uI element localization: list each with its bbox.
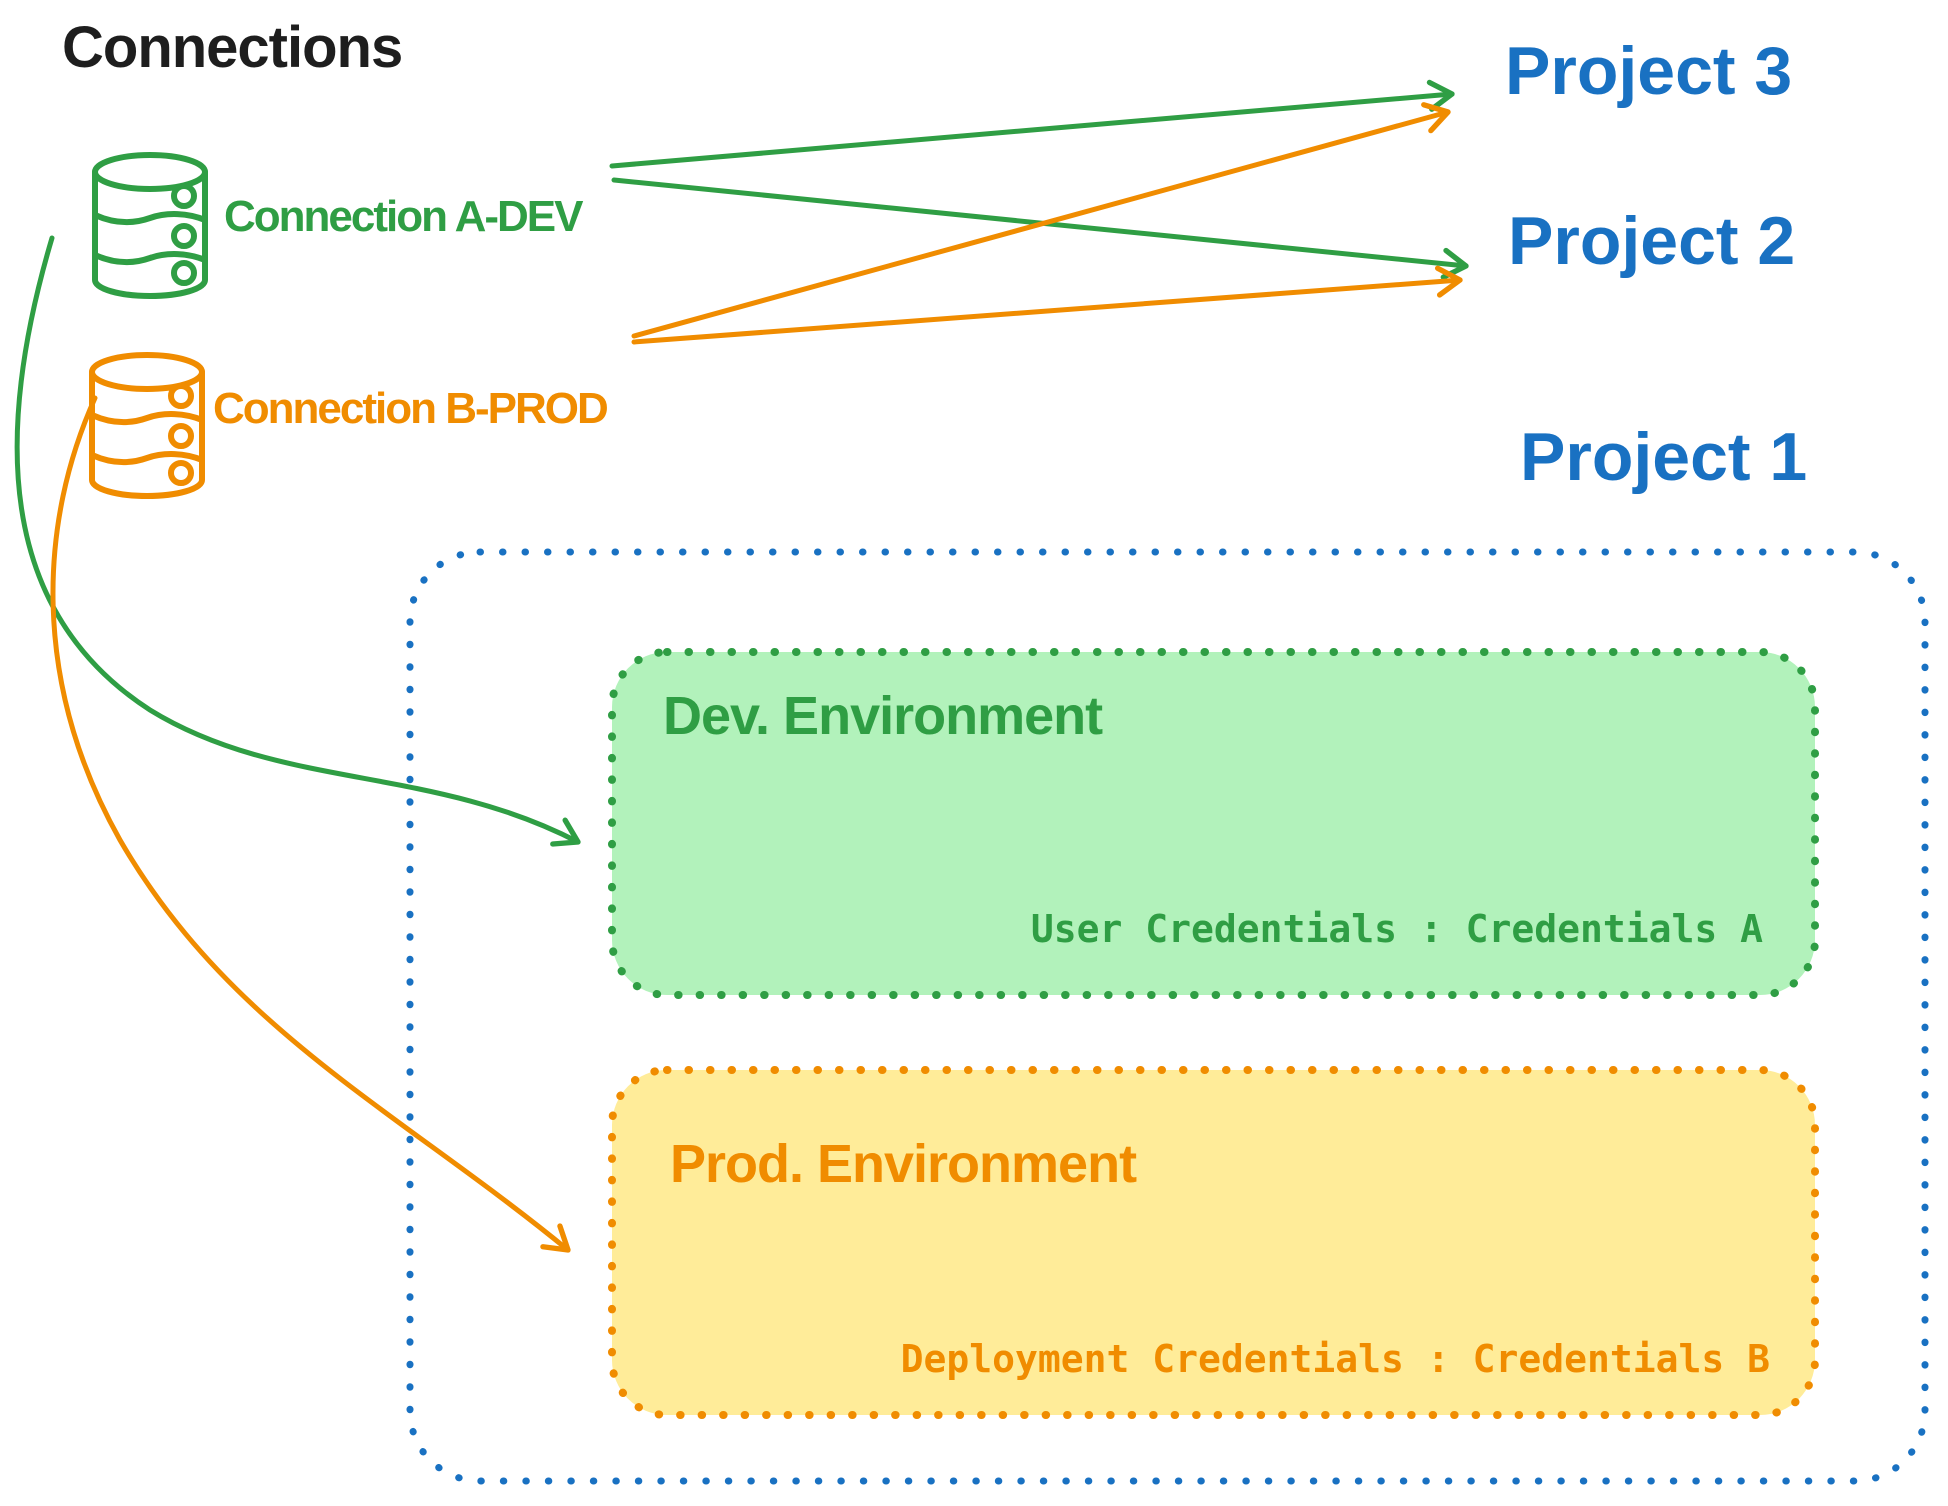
database-cylinder-icon-prod xyxy=(89,352,205,499)
database-cylinder-icon-dev xyxy=(92,152,208,299)
prod-environment-credentials: Deployment Credentials : Credentials B xyxy=(900,1337,1770,1381)
project-2-label: Project 2 xyxy=(1508,203,1796,279)
connection-a-dev-label: Connection A-DEV xyxy=(224,192,583,241)
diagram-title: Connections xyxy=(62,15,403,80)
project-1-label: Project 1 xyxy=(1520,419,1808,495)
dev-environment-credentials: User Credentials : Credentials A xyxy=(1030,907,1763,951)
edge-b-prod-to-project-2 xyxy=(631,265,1463,345)
edge-a-dev-to-project-3 xyxy=(609,79,1455,169)
project-3-label: Project 3 xyxy=(1505,33,1793,109)
dev-environment-title: Dev. Environment xyxy=(663,686,1103,746)
dev-environment-box xyxy=(608,648,1819,999)
prod-environment-box xyxy=(608,1066,1819,1419)
edge-a-dev-to-dev-environment xyxy=(14,235,581,847)
edge-b-prod-to-prod-environment xyxy=(50,395,571,1253)
connection-b-prod-label: Connection B-PROD xyxy=(213,384,609,433)
prod-environment-title: Prod. Environment xyxy=(670,1134,1137,1194)
edge-b-prod-to-project-3 xyxy=(631,102,1451,339)
